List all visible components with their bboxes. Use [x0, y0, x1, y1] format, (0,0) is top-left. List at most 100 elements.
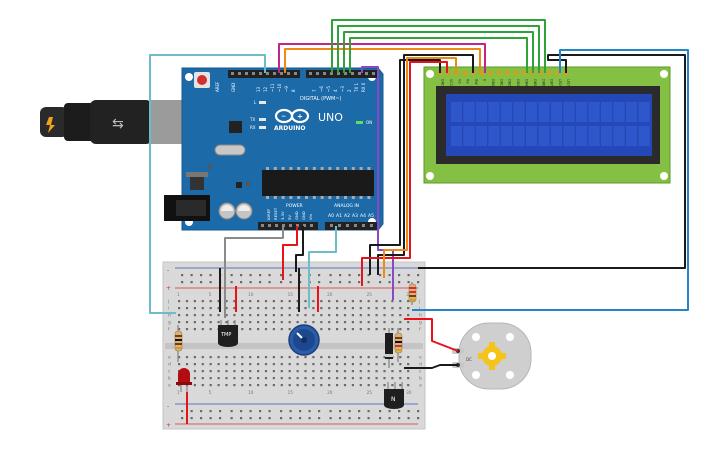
- red-led[interactable]: [176, 368, 192, 392]
- lcd-pin[interactable]: [496, 70, 502, 76]
- wire-green-db4[interactable]: [349, 37, 528, 73]
- resistor-led[interactable]: [174, 325, 183, 362]
- breadboard-hole[interactable]: [320, 321, 323, 324]
- breadboard-hole[interactable]: [398, 410, 401, 413]
- breadboard-hole[interactable]: [280, 274, 283, 277]
- breadboard-hole[interactable]: [383, 370, 386, 373]
- breadboard-hole[interactable]: [193, 321, 196, 324]
- breadboard-hole[interactable]: [351, 384, 354, 387]
- breadboard-hole[interactable]: [233, 314, 236, 317]
- breadboard-hole[interactable]: [304, 307, 307, 310]
- breadboard-hole[interactable]: [272, 328, 275, 331]
- wire-orange-v0[interactable]: [383, 57, 457, 278]
- breadboard-hole[interactable]: [193, 314, 196, 317]
- breadboard-hole[interactable]: [351, 363, 354, 366]
- breadboard-hole[interactable]: [249, 370, 252, 373]
- breadboard-hole[interactable]: [407, 356, 410, 359]
- breadboard-hole[interactable]: [280, 410, 283, 413]
- breadboard-hole[interactable]: [320, 370, 323, 373]
- breadboard-hole[interactable]: [225, 356, 228, 359]
- breadboard-hole[interactable]: [288, 370, 291, 373]
- breadboard-hole[interactable]: [217, 384, 220, 387]
- breadboard-hole[interactable]: [241, 307, 244, 310]
- breadboard-hole[interactable]: [339, 274, 342, 277]
- breadboard-hole[interactable]: [264, 314, 268, 317]
- breadboard-hole[interactable]: [367, 300, 370, 303]
- power-pin[interactable]: [310, 224, 313, 227]
- breadboard-hole[interactable]: [209, 307, 212, 310]
- breadboard-hole[interactable]: [336, 363, 339, 366]
- breadboard-hole[interactable]: [280, 300, 283, 303]
- breadboard-hole[interactable]: [304, 314, 307, 317]
- breadboard-hole[interactable]: [268, 281, 271, 284]
- lcd-pin[interactable]: [521, 70, 527, 76]
- header-pin[interactable]: [330, 72, 333, 75]
- breadboard-hole[interactable]: [178, 363, 181, 366]
- breadboard-hole[interactable]: [343, 356, 347, 359]
- breadboard-hole[interactable]: [201, 363, 204, 366]
- header-pin[interactable]: [316, 72, 319, 75]
- breadboard-hole[interactable]: [359, 384, 362, 387]
- breadboard-hole[interactable]: [379, 281, 382, 284]
- breadboard-hole[interactable]: [185, 363, 189, 366]
- breadboard-hole[interactable]: [288, 307, 291, 310]
- breadboard-hole[interactable]: [289, 281, 292, 284]
- header-pin[interactable]: [231, 72, 234, 75]
- breadboard-hole[interactable]: [359, 328, 362, 331]
- breadboard-hole[interactable]: [209, 356, 212, 359]
- breadboard-hole[interactable]: [257, 370, 260, 373]
- breadboard-hole[interactable]: [358, 410, 361, 413]
- breadboard-hole[interactable]: [249, 410, 252, 413]
- breadboard-hole[interactable]: [288, 300, 291, 303]
- breadboard-hole[interactable]: [249, 356, 252, 359]
- breadboard-hole[interactable]: [351, 356, 354, 359]
- diode[interactable]: [385, 328, 393, 368]
- breadboard-hole[interactable]: [351, 321, 354, 324]
- breadboard-hole[interactable]: [388, 281, 391, 284]
- breadboard-hole[interactable]: [383, 314, 386, 317]
- breadboard-hole[interactable]: [209, 274, 212, 277]
- breadboard-hole[interactable]: [328, 328, 331, 331]
- header-pin[interactable]: [259, 72, 262, 75]
- breadboard-hole[interactable]: [288, 363, 291, 366]
- breadboard-hole[interactable]: [407, 384, 410, 387]
- breadboard-hole[interactable]: [304, 377, 307, 380]
- breadboard-hole[interactable]: [336, 300, 339, 303]
- power-pin[interactable]: [303, 224, 306, 227]
- breadboard-hole[interactable]: [351, 307, 354, 310]
- breadboard-hole[interactable]: [399, 307, 402, 310]
- breadboard-hole[interactable]: [375, 363, 378, 366]
- breadboard-hole[interactable]: [367, 410, 370, 413]
- breadboard-hole[interactable]: [193, 370, 196, 373]
- breadboard-hole[interactable]: [209, 328, 212, 331]
- breadboard-hole[interactable]: [304, 370, 307, 373]
- breadboard-hole[interactable]: [391, 363, 394, 366]
- breadboard-hole[interactable]: [343, 307, 347, 310]
- breadboard-hole[interactable]: [200, 274, 203, 277]
- breadboard-hole[interactable]: [257, 300, 260, 303]
- breadboard-hole[interactable]: [280, 384, 283, 387]
- breadboard-hole[interactable]: [230, 417, 233, 420]
- breadboard-hole[interactable]: [233, 307, 236, 310]
- breadboard-hole[interactable]: [336, 377, 339, 380]
- breadboard-hole[interactable]: [320, 377, 323, 380]
- breadboard-hole[interactable]: [359, 300, 362, 303]
- breadboard-hole[interactable]: [272, 314, 275, 317]
- breadboard-hole[interactable]: [201, 384, 204, 387]
- breadboard-hole[interactable]: [257, 328, 260, 331]
- breadboard-hole[interactable]: [343, 300, 347, 303]
- breadboard-hole[interactable]: [343, 328, 347, 331]
- wire-orange-e[interactable]: [284, 48, 481, 73]
- breadboard-hole[interactable]: [367, 274, 370, 277]
- breadboard-hole[interactable]: [312, 370, 315, 373]
- breadboard-hole[interactable]: [249, 384, 252, 387]
- breadboard-hole[interactable]: [201, 300, 204, 303]
- breadboard-hole[interactable]: [241, 363, 244, 366]
- breadboard-hole[interactable]: [388, 417, 391, 420]
- breadboard-hole[interactable]: [264, 307, 268, 310]
- breadboard-hole[interactable]: [181, 417, 184, 420]
- breadboard-hole[interactable]: [193, 328, 196, 331]
- breadboard-hole[interactable]: [358, 281, 361, 284]
- breadboard-hole[interactable]: [241, 370, 244, 373]
